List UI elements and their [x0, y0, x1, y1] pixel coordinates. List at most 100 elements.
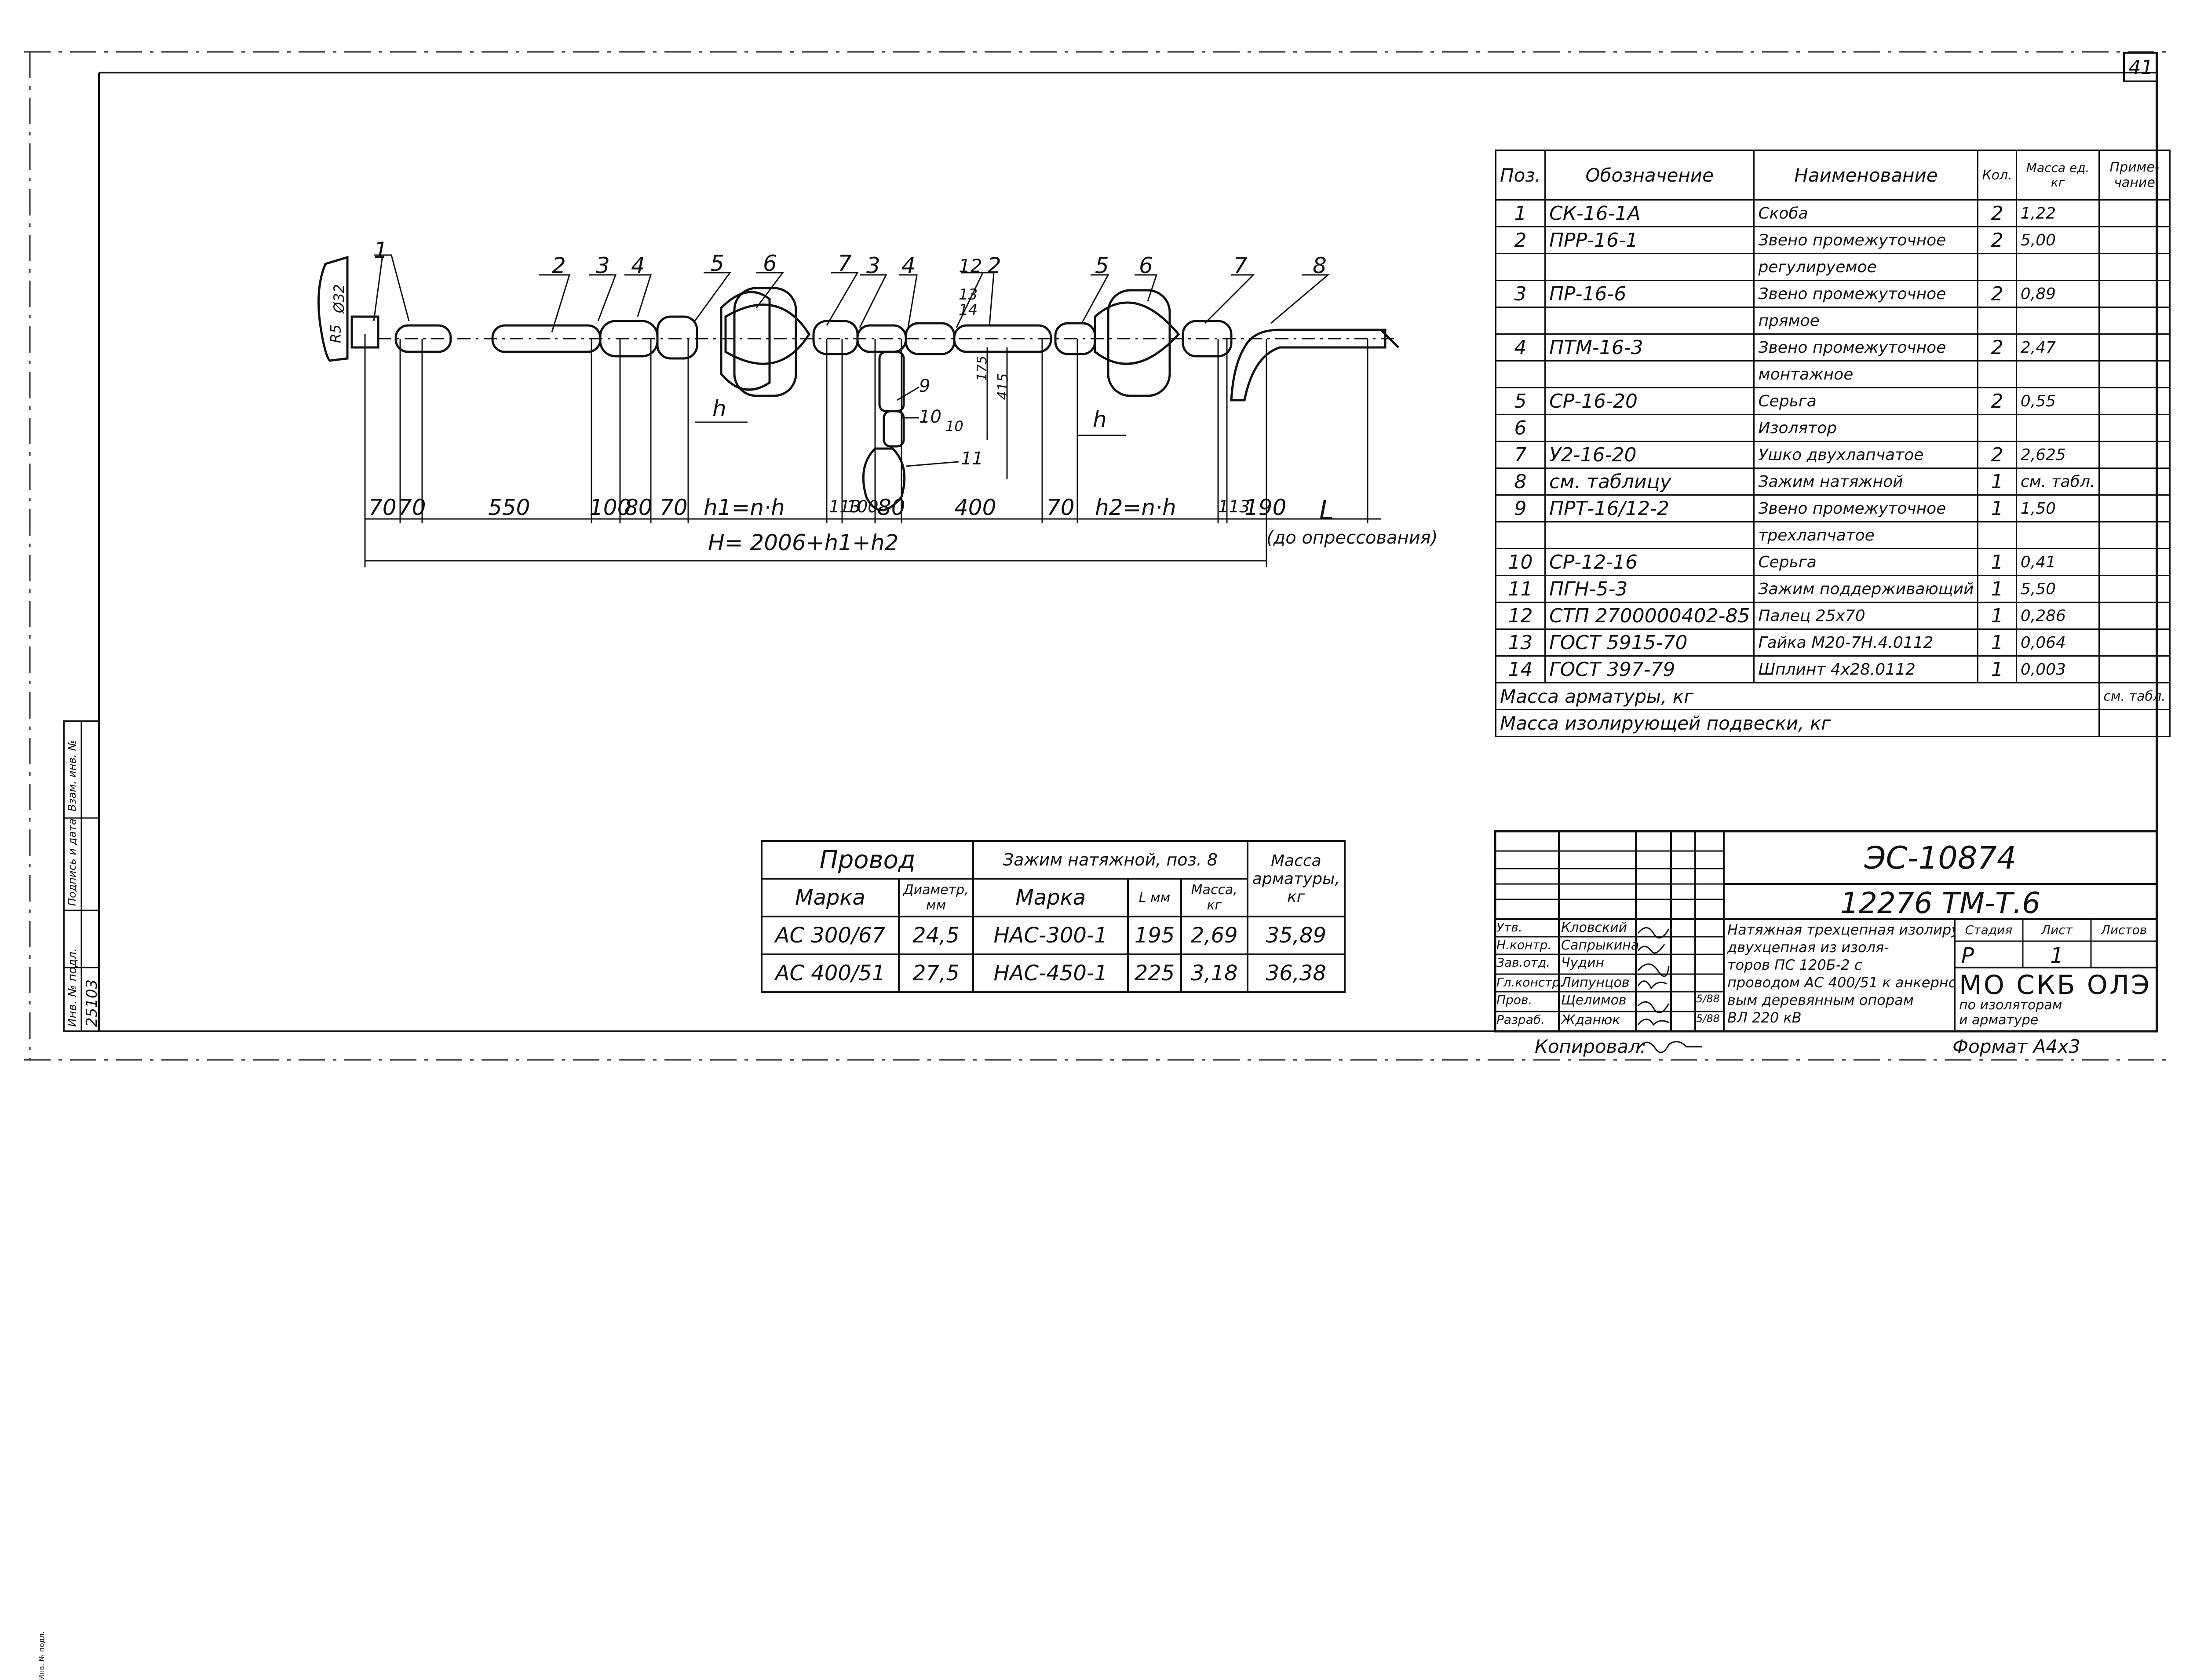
spec-cell: СТП 2700000402-85	[1544, 602, 1755, 630]
spec-cell	[2015, 253, 2100, 281]
spec-cell: 2	[1977, 333, 2017, 362]
spec-cell: регулируемое	[1753, 253, 1979, 281]
role: Утв.	[1496, 920, 1522, 935]
callout-7: 7	[838, 251, 852, 276]
spec-cell: 2	[1977, 441, 2017, 469]
role: Н.контр.	[1496, 938, 1552, 952]
spec-cell: 7	[1495, 441, 1546, 469]
spec-cell: 1	[1495, 199, 1546, 227]
organization-sub-1: по изоляторам	[1959, 997, 2062, 1013]
spec-footer-value: см. табл.	[2098, 682, 2171, 710]
spec-cell	[2098, 253, 2171, 281]
wire-cell: 36,38	[1246, 953, 1346, 993]
spec-row: трехлапчатое	[1495, 521, 2171, 549]
spec-cell: ПТМ-16-3	[1544, 333, 1755, 362]
spec-cell: Звено промежуточное	[1753, 333, 1979, 362]
callout-6b: 6	[1139, 253, 1153, 278]
drawing-labels: 1 2 3 4 5 6 7 3 4 12 2 5 6 7 8 13 14 9 1…	[327, 237, 1438, 555]
spec-cell	[1495, 360, 1546, 388]
spec-cell: 1,22	[2015, 199, 2100, 227]
copied-by: Копировал:	[1535, 1036, 1647, 1057]
organization-sub-2: и арматуре	[1959, 1012, 2039, 1028]
copier-signature	[1637, 1041, 1702, 1053]
spec-cell: 2	[1977, 387, 2017, 415]
spec-cell	[1544, 253, 1755, 281]
sign-date: 5/88	[1696, 1012, 1720, 1025]
spec-row: монтажное	[1495, 360, 2171, 388]
spec-cell	[2098, 360, 2171, 388]
callout-5b: 5	[1095, 253, 1109, 278]
spec-cell	[2015, 307, 2100, 335]
dim-note: (до опрессования)	[1266, 528, 1438, 548]
spec-cell	[1977, 360, 2017, 388]
spec-cell: Серьга	[1753, 387, 1979, 415]
spec-cell: 9	[1495, 494, 1546, 522]
spec-cell	[2015, 414, 2100, 442]
spec-cell: Зажим поддерживающий	[1753, 575, 1979, 603]
spec-cell: СК-16-1А	[1544, 199, 1755, 227]
spec-cell	[2098, 521, 2171, 549]
spec-cell: 0,286	[2015, 602, 2100, 630]
callout-4b: 4	[901, 253, 916, 278]
spec-row: регулируемое	[1495, 253, 2171, 281]
spec-cell: Скоба	[1753, 199, 1979, 227]
spec-cell: 1	[1977, 628, 2017, 657]
spec-cell: ГОСТ 397-79	[1544, 655, 1755, 683]
spec-cell: Серьга	[1753, 548, 1979, 576]
spec-cell	[1977, 307, 2017, 335]
spec-cell: 1	[1977, 602, 2017, 630]
spec-cell: СР-12-16	[1544, 548, 1755, 576]
spec-cell	[2098, 655, 2171, 683]
spec-cell	[2098, 414, 2171, 442]
spec-cell: см. табл.	[2015, 467, 2100, 496]
sheet-value: 1	[2050, 943, 2064, 968]
tension-clamp	[1230, 329, 1387, 402]
doc-number: ЭС-10874	[1864, 840, 2017, 876]
stage-value: Р	[1961, 943, 1974, 968]
sign-date	[1696, 975, 1723, 993]
dim-113a: 113	[829, 497, 861, 516]
spec-cell: 11	[1495, 575, 1546, 603]
spec-cell: ПГН-5-3	[1544, 575, 1755, 603]
title-block-grid	[1494, 830, 2158, 1033]
drop-link-2	[883, 410, 905, 448]
spec-footer-row: Масса изолирующей подвески, кг	[1495, 709, 2171, 737]
callout-6: 6	[763, 251, 777, 276]
anchor-plate	[317, 256, 349, 362]
spec-footer-row: Масса арматуры, кг см. табл.	[1495, 682, 2171, 710]
signer-name: Щелимов	[1561, 993, 1627, 1008]
sign-date	[1696, 938, 1723, 955]
wire-group-clamp: Зажим натяжной, поз. 8	[972, 840, 1248, 880]
spec-cell: 0,41	[2015, 548, 2100, 576]
spec-cell	[2098, 441, 2171, 469]
signatures	[1637, 927, 1670, 1026]
dim-400: 400	[954, 495, 996, 520]
spec-cell: ГОСТ 5915-70	[1544, 628, 1755, 657]
side-stamp-label-1: Инв. № подл.	[37, 1631, 46, 1680]
dim-190: 190	[1244, 495, 1287, 520]
callout-2: 2	[552, 253, 566, 278]
sheet-format: Формат А4х3	[1952, 1036, 2080, 1057]
title-block-roles: Утв. Н.контр. Зав.отд. Гл.констр. Пров. …	[1496, 920, 1564, 1030]
callout-11: 11	[961, 449, 983, 469]
role: Разраб.	[1496, 1012, 1545, 1027]
spec-header: Кол.	[1977, 150, 2017, 201]
spec-cell: У2-16-20	[1544, 441, 1755, 469]
dim-550: 550	[488, 495, 530, 520]
h-label-left: h	[712, 396, 726, 421]
callout-2b: 2	[987, 253, 1001, 278]
spec-cell: 1	[1977, 494, 2017, 522]
wire-group-mass: Масса арматуры, кг	[1246, 840, 1346, 917]
spec-cell	[2098, 494, 2171, 522]
wire-header: L мм	[1127, 878, 1182, 917]
spec-cell: см. таблицу	[1544, 467, 1755, 496]
spec-cell	[1977, 521, 2017, 549]
callout-8: 8	[1313, 253, 1327, 278]
spec-header: Масса ед. кг	[2015, 150, 2100, 201]
dim-70c: 70	[660, 495, 688, 520]
spec-footer-label: Масса изолирующей подвески, кг	[1495, 709, 2100, 737]
spec-cell: Звено промежуточное	[1753, 494, 1979, 522]
